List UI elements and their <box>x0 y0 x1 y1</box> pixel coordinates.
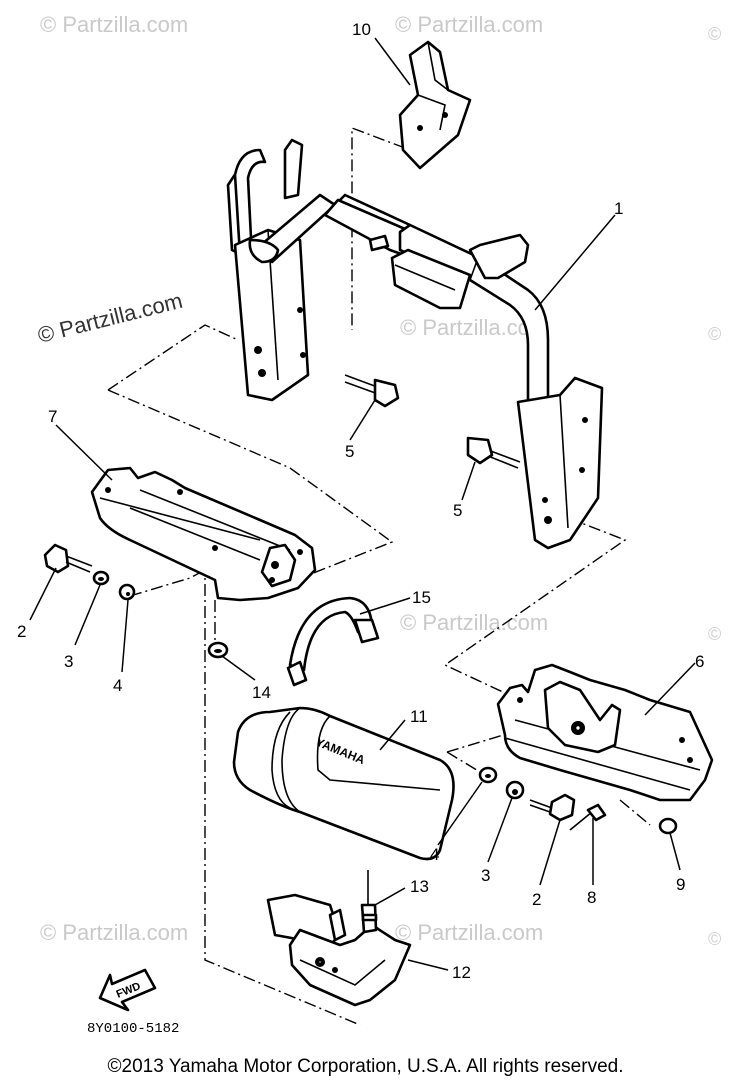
part-14-grommet <box>207 641 229 659</box>
callout-4-left: 4 <box>113 676 122 695</box>
callout-5-left: 5 <box>345 442 354 461</box>
part-10-bracket <box>398 40 472 170</box>
leader-lines <box>29 37 696 971</box>
drawing-code: 8Y0100-5182 <box>87 1021 179 1037</box>
copyright-footer: ©2013 Yamaha Motor Corporation, U.S.A. A… <box>107 1056 624 1077</box>
part-7-left-bracket <box>90 466 317 602</box>
callout-2-right: 2 <box>532 890 541 909</box>
watermark-symbol: © <box>708 624 721 644</box>
watermark-symbol: © <box>708 324 721 344</box>
callout-15: 15 <box>412 588 431 607</box>
callout-3-right: 3 <box>481 866 490 885</box>
callout-14: 14 <box>252 683 271 702</box>
callout-4-right: 4 <box>430 845 439 864</box>
callout-8: 8 <box>587 888 596 907</box>
watermark-symbol: © <box>708 24 721 44</box>
callout-3-left: 3 <box>64 652 73 671</box>
callout-12: 12 <box>452 963 471 982</box>
part-12-lower-bracket <box>266 893 412 1007</box>
watermark-main-text: © Partzilla.com <box>35 288 185 348</box>
part-11-toolbox: YAMAHA <box>232 706 455 861</box>
callout-9: 9 <box>676 875 685 894</box>
fwd-arrow: FWD <box>98 968 157 1012</box>
callout-11: 11 <box>410 707 428 726</box>
callout-10: 10 <box>352 20 371 39</box>
part-2-3-4-left-hardware <box>43 543 136 601</box>
watermark-text: © Partzilla.com <box>395 920 543 945</box>
callout-2-left: 2 <box>17 622 26 641</box>
watermark-text: © Partzilla.com <box>40 920 188 945</box>
callout-numbers: 10 1 7 5 5 2 3 4 14 15 11 6 4 3 2 8 9 13… <box>17 20 704 982</box>
callout-1: 1 <box>614 199 623 218</box>
watermark-group: © Partzilla.com © Partzilla.com © Partzi… <box>35 12 721 949</box>
part-5-bolts <box>344 374 521 469</box>
watermark-text: © Partzilla.com <box>400 610 548 635</box>
part-6-right-bracket <box>496 663 714 802</box>
assembly-lines <box>107 126 651 1026</box>
part-15-strap <box>286 596 380 687</box>
callout-7: 7 <box>48 407 57 426</box>
part-2-3-4-8-9-right-hardware <box>478 766 678 835</box>
part-13-pin <box>360 870 378 934</box>
part-1-carrier-frame <box>226 138 604 550</box>
watermark-text: © Partzilla.com <box>395 12 543 37</box>
watermark-text: © Partzilla.com <box>40 12 188 37</box>
callout-6: 6 <box>695 652 704 671</box>
watermark-symbol: © <box>708 929 721 949</box>
callout-13: 13 <box>410 877 429 896</box>
callout-5-right: 5 <box>453 501 462 520</box>
